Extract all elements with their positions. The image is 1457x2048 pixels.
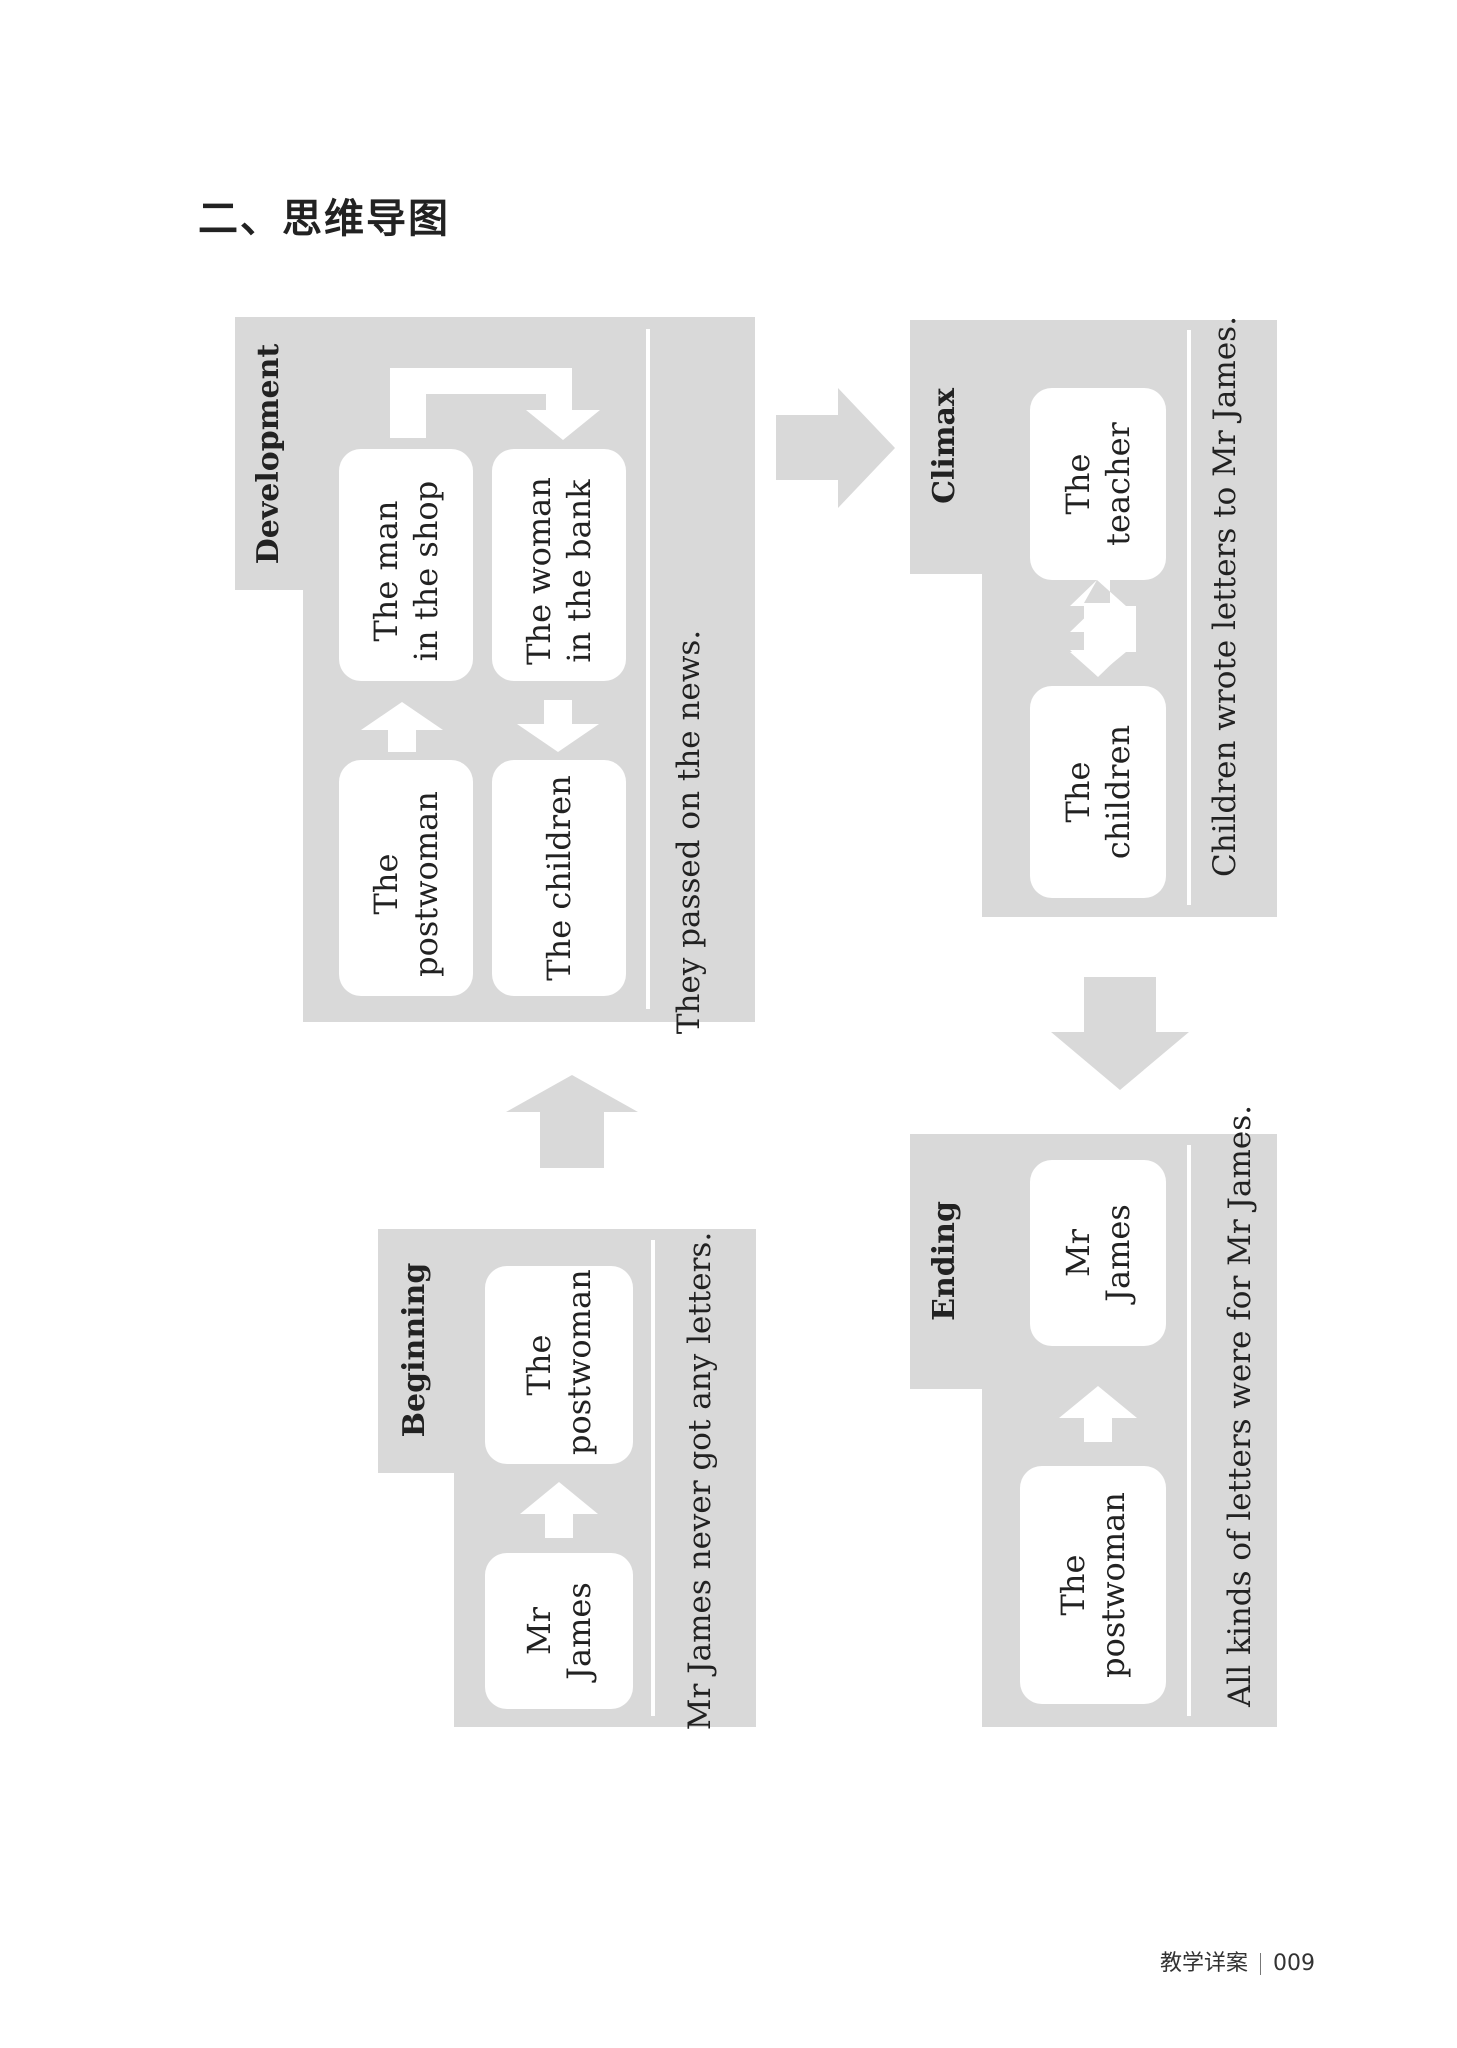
arrow-up-icon <box>361 702 443 752</box>
ending-divider <box>1187 1145 1191 1716</box>
node-climax-children <box>1030 686 1166 898</box>
node-man-in-shop <box>339 449 473 681</box>
development-tab <box>235 317 303 590</box>
ending-tab <box>910 1134 982 1389</box>
climax-divider <box>1187 330 1191 905</box>
footer-label: 教学详案 <box>1159 1951 1248 1976</box>
node-ending-postwoman <box>1020 1466 1166 1704</box>
climax-tab <box>910 320 982 574</box>
arrow-down-icon <box>517 700 599 752</box>
node-ending-mr-james <box>1030 1160 1166 1346</box>
node-woman-in-bank <box>492 449 626 681</box>
development-divider <box>646 329 650 1009</box>
arrow-up-icon <box>506 1075 638 1168</box>
footer-divider <box>1260 1953 1261 1975</box>
node-ending-postwoman-text: The postwoman <box>1054 1492 1132 1678</box>
node-beginning-postwoman <box>485 1266 633 1464</box>
node-postwoman <box>339 760 473 996</box>
node-teacher <box>1030 388 1166 580</box>
loop-arrow-icon <box>390 368 600 440</box>
node-mr-james <box>485 1553 633 1709</box>
arrow-right-icon <box>776 388 895 508</box>
node-children <box>492 760 626 996</box>
page-title: 二、思维导图 <box>198 196 450 242</box>
page-number: 009 <box>1273 1951 1315 1976</box>
arrow-up-icon <box>1059 1386 1137 1442</box>
page-footer: 教学详案 009 <box>1160 1945 1315 1977</box>
beginning-divider <box>651 1240 655 1716</box>
double-arrow-icon <box>1070 605 1126 677</box>
arrow-down-icon <box>1051 977 1189 1090</box>
arrow-up-icon <box>520 1482 598 1538</box>
beginning-tab <box>378 1229 454 1473</box>
